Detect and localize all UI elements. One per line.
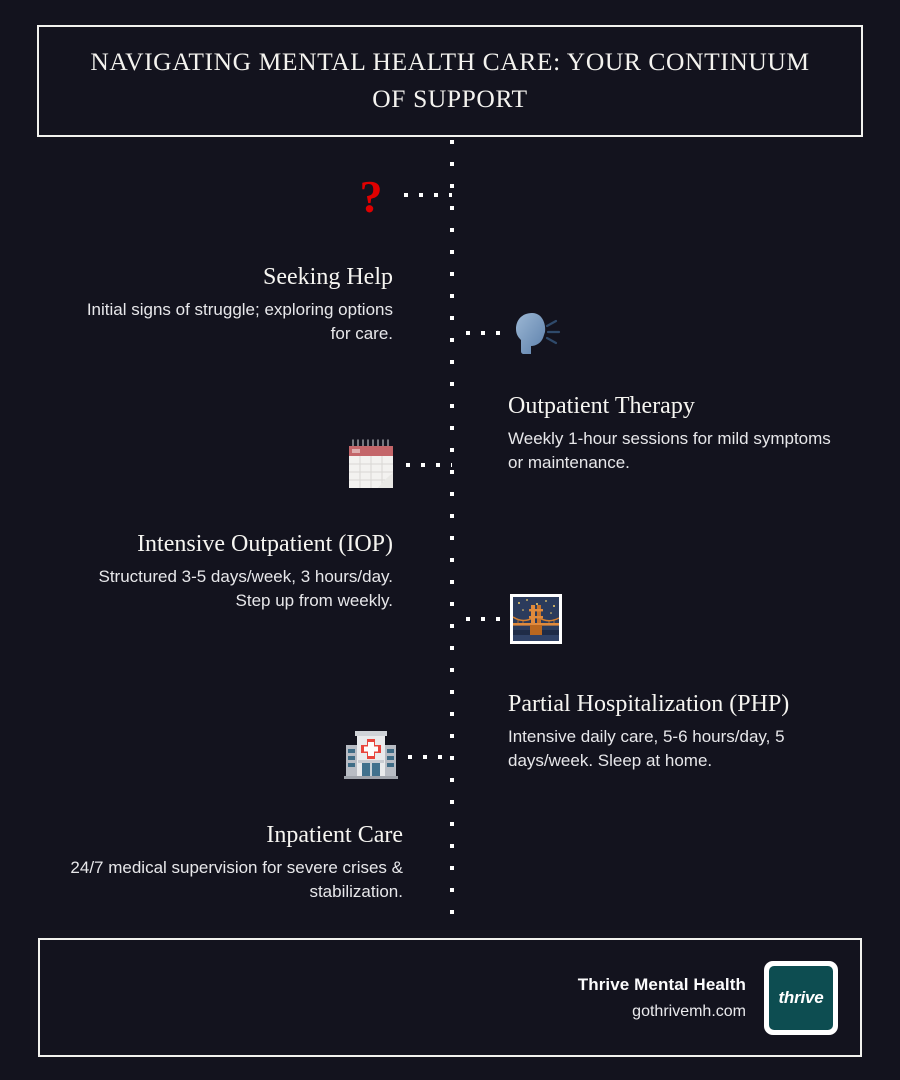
- stage-description: Intensive daily care, 5-6 hours/day, 5 d…: [508, 727, 785, 771]
- stage-title: Outpatient Therapy: [508, 393, 695, 419]
- speaking-head-glyph: [516, 313, 561, 354]
- timeline-spine: [450, 140, 454, 932]
- question-mark-glyph: ?: [359, 171, 383, 222]
- stage-title: Seeking Help: [263, 264, 393, 290]
- calendar-glyph: [349, 439, 393, 488]
- bridge-photo-frame: [510, 594, 562, 644]
- connector-stage-3: [406, 463, 452, 467]
- connector-stage-5: [408, 755, 452, 759]
- stage-description: Initial signs of struggle; exploring opt…: [86, 300, 393, 344]
- stage-intensive-outpatient: Intensive Outpatient (IOP) Structured 3-…: [63, 529, 393, 613]
- footer-banner: Thrive Mental Health gothrivemh.com thri…: [38, 938, 862, 1057]
- brand-logo: thrive: [764, 960, 838, 1035]
- connector-stage-4: [466, 617, 508, 621]
- title-banner: NAVIGATING MENTAL HEALTH CARE: YOUR CONT…: [37, 25, 863, 137]
- brand-url[interactable]: gothrivemh.com: [632, 1002, 746, 1020]
- page-title: NAVIGATING MENTAL HEALTH CARE: YOUR CONT…: [90, 47, 810, 113]
- stage-title: Inpatient Care: [266, 822, 403, 848]
- red-question-mark-icon: ?: [352, 172, 390, 222]
- stage-description: Weekly 1-hour sessions for mild symptoms…: [508, 429, 831, 473]
- stage-seeking-help: Seeking Help Initial signs of struggle; …: [63, 262, 393, 346]
- stage-description: Structured 3-5 days/week, 3 hours/day. S…: [98, 567, 393, 611]
- footer-content: Thrive Mental Health gothrivemh.com thri…: [578, 940, 838, 1055]
- connector-stage-1: [404, 193, 452, 197]
- brand-name: Thrive Mental Health: [577, 974, 746, 994]
- hospital-glyph: [344, 731, 398, 779]
- bridge-glyph: [513, 597, 559, 641]
- connector-stage-2: [466, 331, 510, 335]
- stage-title: Partial Hospitalization (PHP): [508, 691, 790, 717]
- stage-partial-hospitalization: Partial Hospitalization (PHP) Intensive …: [508, 689, 856, 773]
- bridge-at-night-icon: [510, 594, 562, 644]
- tear-off-calendar-icon: [347, 439, 395, 491]
- stage-inpatient-care: Inpatient Care 24/7 medical supervision …: [55, 820, 403, 904]
- stage-title: Intensive Outpatient (IOP): [137, 531, 393, 557]
- stage-description: 24/7 medical supervision for severe cris…: [70, 858, 403, 902]
- stage-outpatient-therapy: Outpatient Therapy Weekly 1-hour session…: [508, 391, 848, 475]
- hospital-icon: [344, 729, 398, 779]
- brand-text-block: Thrive Mental Health gothrivemh.com: [578, 975, 746, 1021]
- speaking-head-icon: [514, 310, 566, 356]
- logo-tile: thrive: [769, 965, 833, 1030]
- logo-wordmark: thrive: [778, 987, 824, 1007]
